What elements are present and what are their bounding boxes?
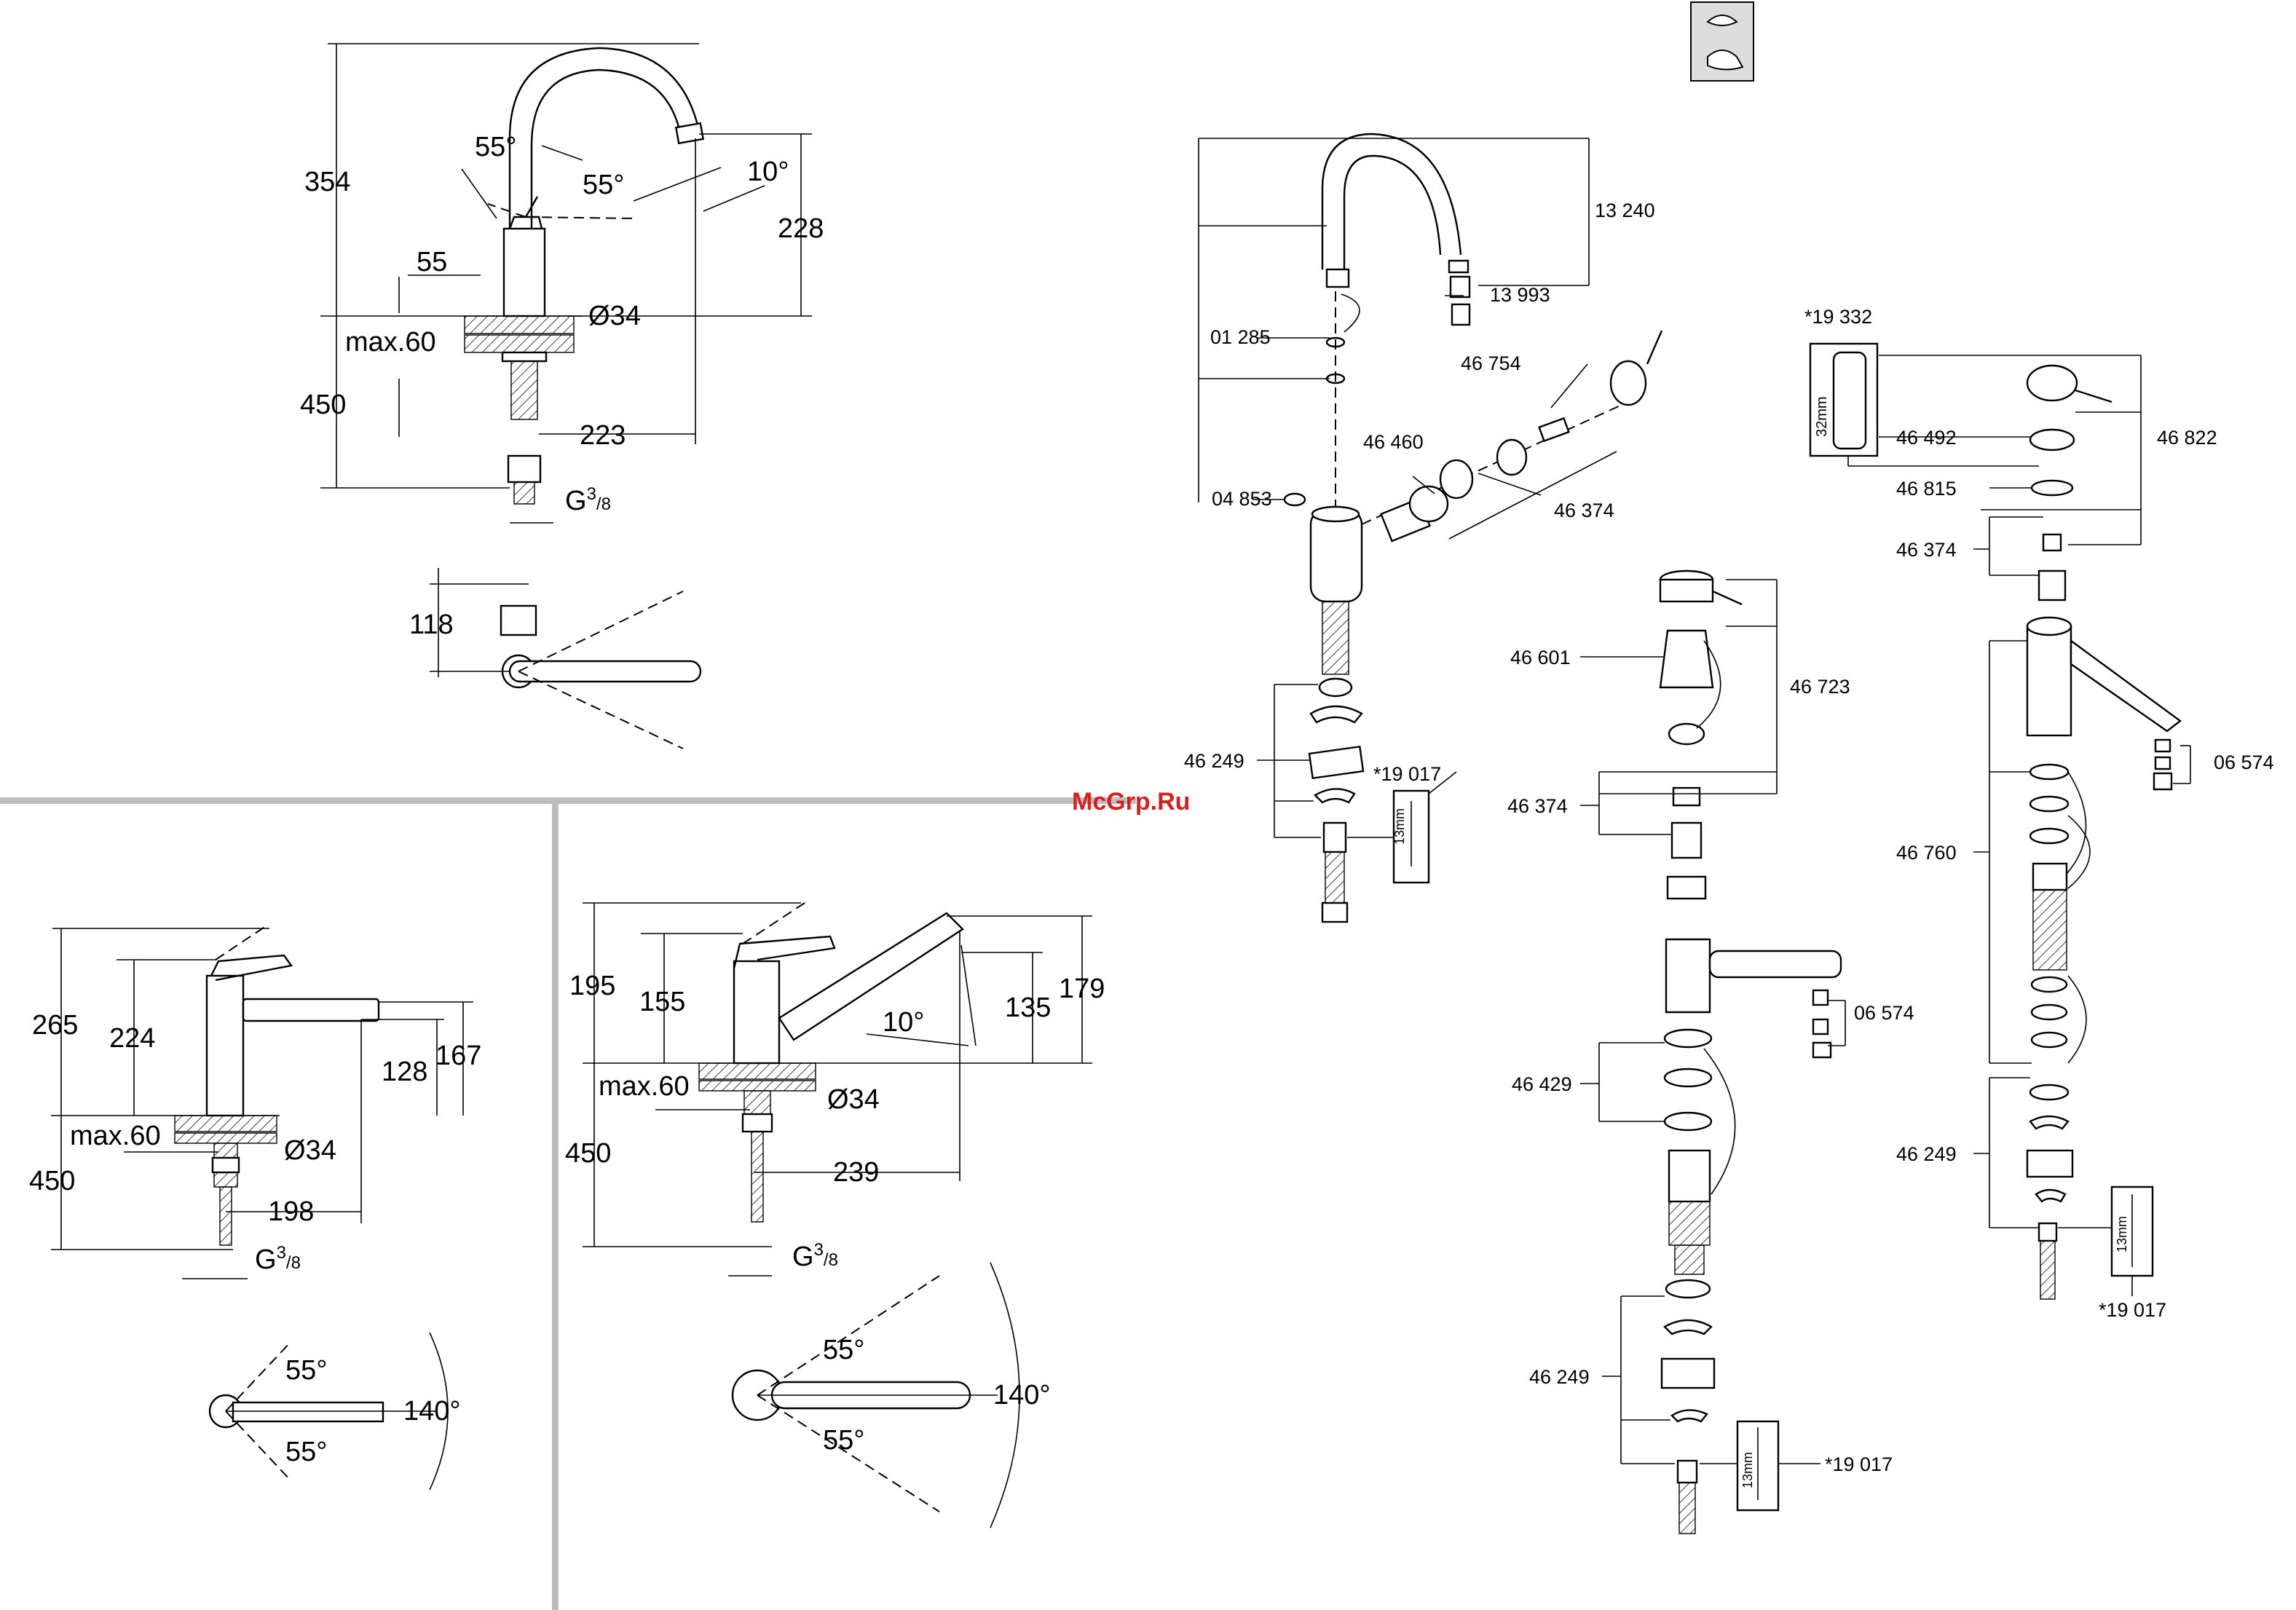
- dim-239: 239: [833, 1157, 879, 1188]
- dim-diameter-34: Ø34: [284, 1135, 336, 1166]
- dim-179: 179: [1059, 974, 1105, 1004]
- short-mixer-drawing: [51, 924, 473, 1279]
- short-mixer-top-view: [208, 1332, 449, 1491]
- thread-g38: G3/8: [792, 1240, 838, 1272]
- dim-155: 155: [639, 987, 685, 1017]
- dim-diameter-34: Ø34: [827, 1084, 880, 1115]
- thread-g38: G3/8: [565, 484, 611, 516]
- dim-angle-55-top: 55°: [823, 1335, 864, 1365]
- dim-angle-55-right: 55°: [583, 170, 624, 200]
- part-46429: 46 429: [1512, 1073, 1572, 1095]
- dim-angle-55-bottom: 55°: [823, 1425, 864, 1456]
- dim-223: 223: [580, 420, 626, 451]
- tool-13mm: 13mm: [2115, 1216, 2129, 1252]
- part-46754: 46 754: [1461, 352, 1521, 374]
- dim-max60: max.60: [345, 327, 436, 358]
- part-46492: 46 492: [1896, 427, 1957, 449]
- part-01285: 01 285: [1210, 326, 1271, 348]
- tool-13mm: 13mm: [1740, 1452, 1755, 1488]
- low-spout-mixer-drawing: [583, 901, 1092, 1276]
- thread-g38: G3/8: [255, 1243, 301, 1275]
- dim-450: 450: [29, 1166, 75, 1196]
- part-46249: 46 249: [1184, 750, 1244, 772]
- dim-450: 450: [300, 390, 346, 420]
- dim-354: 354: [304, 167, 350, 197]
- dim-angle-10: 10°: [747, 157, 789, 187]
- part-46601: 46 601: [1510, 647, 1571, 668]
- dim-max60: max.60: [70, 1121, 161, 1151]
- dim-265: 265: [32, 1010, 78, 1041]
- part-46374: 46 374: [1507, 795, 1568, 817]
- parts-diagram-low-spout: [1580, 569, 1846, 1534]
- part-46374: 46 374: [1554, 500, 1614, 521]
- part-46374: 46 374: [1896, 539, 1957, 561]
- dim-max60: max.60: [599, 1071, 690, 1102]
- watermark: McGrp.Ru: [1072, 788, 1190, 816]
- dim-angle-140: 140°: [403, 1396, 461, 1426]
- dim-228: 228: [778, 213, 824, 244]
- dim-224: 224: [109, 1023, 155, 1054]
- dim-135: 135: [1005, 993, 1051, 1023]
- dim-450: 450: [565, 1138, 611, 1169]
- dim-167: 167: [435, 1041, 481, 1071]
- part-19017: *19 017: [1373, 763, 1441, 785]
- part-19332: *19 332: [1804, 306, 1872, 328]
- dim-angle-140: 140°: [993, 1380, 1051, 1410]
- parts-diagram-short-mixer: [1809, 342, 2191, 1300]
- dim-angle-55-top: 55°: [285, 1355, 327, 1386]
- part-04853: 04 853: [1212, 488, 1272, 510]
- part-46760: 46 760: [1896, 842, 1957, 864]
- divider-vertical: [552, 801, 559, 1610]
- part-19017: *19 017: [1825, 1453, 1893, 1475]
- part-13993: 13 993: [1490, 284, 1550, 306]
- part-46815: 46 815: [1896, 478, 1957, 500]
- dim-angle-10: 10°: [883, 1007, 924, 1038]
- high-spout-top-view: [430, 568, 702, 749]
- part-13240: 13 240: [1595, 200, 1655, 221]
- dim-118: 118: [409, 609, 454, 640]
- high-spout-faucet-drawing: [320, 43, 812, 524]
- dim-55: 55: [417, 247, 447, 277]
- parts-diagram-high-spout: [1198, 133, 1663, 923]
- tool-13mm: 13mm: [1392, 808, 1407, 845]
- low-spout-top-view: [731, 1262, 1020, 1528]
- part-06574: 06 574: [1854, 1002, 1914, 1024]
- part-46249: 46 249: [1896, 1143, 1957, 1165]
- dim-128: 128: [382, 1057, 427, 1087]
- dim-diameter-34: Ø34: [588, 301, 641, 331]
- divider-horizontal: [0, 797, 1136, 804]
- part-46723: 46 723: [1790, 676, 1850, 698]
- dim-angle-55-left: 55°: [475, 132, 516, 162]
- faucet-category-icon: [1690, 1, 1754, 82]
- part-46822: 46 822: [2157, 427, 2217, 449]
- part-46249: 46 249: [1529, 1366, 1590, 1388]
- dim-198: 198: [268, 1196, 314, 1227]
- part-46460: 46 460: [1363, 431, 1424, 453]
- tool-32mm: 32mm: [1814, 396, 1830, 437]
- part-19017: *19 017: [2099, 1299, 2166, 1321]
- dim-195: 195: [569, 971, 615, 1001]
- dim-angle-55-bottom: 55°: [285, 1437, 327, 1467]
- part-06574: 06 574: [2214, 751, 2274, 773]
